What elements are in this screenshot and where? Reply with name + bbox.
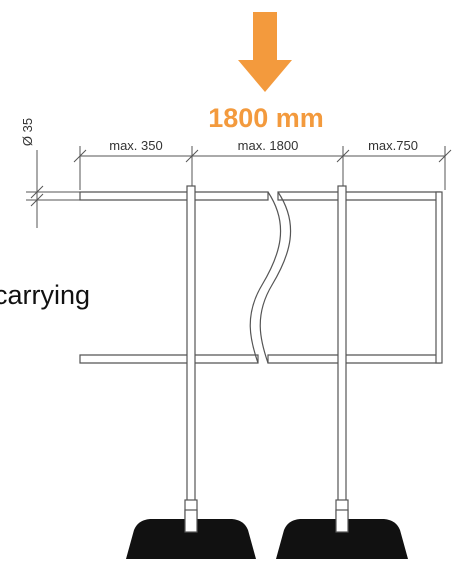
middle-span-label: max. 1800 [238, 138, 299, 153]
post-left [184, 185, 198, 531]
side-caption: carrying [0, 280, 90, 310]
top-rail [79, 191, 441, 201]
top-rail-left-segment [79, 191, 269, 201]
bottom-rail-left-segment [79, 354, 259, 364]
bottom-rail-right-segment [267, 354, 441, 364]
span-tick-post2 [336, 149, 350, 163]
right-span-label: max.750 [368, 138, 418, 153]
end-plate [435, 191, 443, 364]
load-label: 1800 mm [208, 103, 324, 133]
diameter-label: Ø 35 [20, 118, 35, 146]
post-right-tube [337, 185, 347, 503]
diameter-tick-bottom [30, 193, 44, 207]
base-sockets [184, 509, 349, 533]
span-dimension-chain [73, 146, 452, 190]
post-left-tube [186, 185, 196, 503]
diameter-tick-top [30, 185, 44, 199]
break-curve-left [249, 191, 282, 364]
break-lines [249, 191, 292, 364]
base-left-socket [184, 509, 198, 533]
left-span-label: max. 350 [109, 138, 162, 153]
post-right [335, 185, 349, 531]
base-left [126, 519, 256, 559]
base-right-socket [335, 509, 349, 533]
load-arrow-head [238, 60, 292, 92]
base-right-block [276, 519, 408, 559]
span-tick-left [73, 149, 87, 163]
span-tick-right [438, 149, 452, 163]
base-left-block [126, 519, 256, 559]
base-right [276, 519, 408, 559]
span-tick-post1 [185, 149, 199, 163]
break-curve-right [259, 191, 292, 364]
top-rail-right-segment [277, 191, 441, 201]
load-arrow-icon [238, 12, 292, 92]
load-arrow-shaft [253, 12, 277, 62]
diameter-dimension [26, 150, 88, 228]
bottom-rail [79, 354, 441, 364]
